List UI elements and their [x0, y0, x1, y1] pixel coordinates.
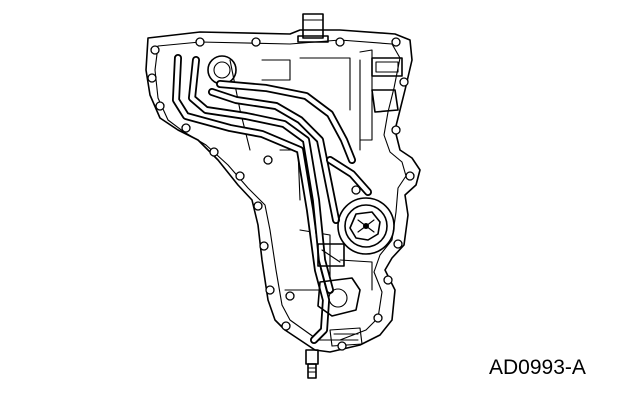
- input-shaft: [298, 14, 328, 42]
- drain-plug: [306, 350, 318, 378]
- lower-housing: [318, 244, 362, 346]
- oil-tubes: [176, 58, 368, 340]
- figure-code-label: AD0993-A: [489, 356, 586, 379]
- case-inner-outline: [155, 40, 406, 340]
- perimeter-bolts: [148, 38, 414, 350]
- right-bracket: [360, 50, 402, 140]
- pump-housing: [338, 198, 394, 254]
- case-outline: [146, 30, 420, 352]
